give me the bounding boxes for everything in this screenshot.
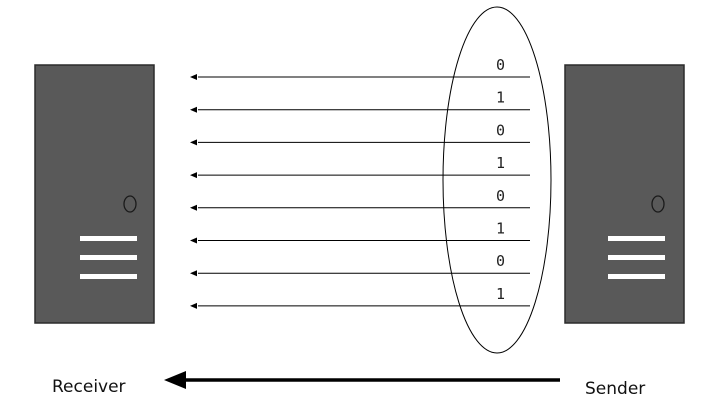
direction-arrow-head — [164, 371, 186, 389]
sender-server-icon — [564, 64, 685, 324]
bit-wire-arrowhead — [190, 204, 197, 211]
bit-value: 0 — [496, 56, 505, 74]
sender-label: Sender — [585, 379, 645, 399]
bit-wire-arrowhead — [190, 302, 197, 309]
bit-wire-arrowhead — [190, 237, 197, 244]
bit-wire-arrowhead — [190, 106, 197, 113]
sender-vent — [608, 236, 665, 241]
direction-arrow — [164, 371, 560, 389]
receiver-server-body — [34, 64, 155, 324]
bit-value: 1 — [496, 89, 505, 107]
sender-server-body — [564, 64, 685, 324]
sender-vent — [608, 255, 665, 260]
bit-value: 1 — [496, 285, 505, 303]
bit-wire-arrowhead — [190, 74, 197, 80]
receiver-power-button — [123, 195, 137, 213]
bit-value: 1 — [496, 220, 505, 238]
bit-wire-arrowhead — [190, 270, 197, 277]
receiver-label: Receiver — [52, 377, 126, 397]
bit-wire-arrowhead — [190, 172, 197, 179]
receiver-server-icon — [34, 64, 155, 324]
bit-wires: 0 1 0 1 0 1 0 1 — [190, 56, 530, 309]
sender-power-button — [651, 195, 665, 213]
receiver-vent — [80, 274, 137, 279]
receiver-vent — [80, 236, 137, 241]
bit-value: 0 — [496, 121, 505, 139]
bit-value: 1 — [496, 154, 505, 172]
sender-vent — [608, 274, 665, 279]
bit-value: 0 — [496, 187, 505, 205]
bit-value: 0 — [496, 252, 505, 270]
bit-wire-arrowhead — [190, 139, 197, 146]
bit-group-ellipse — [442, 6, 552, 354]
receiver-vent — [80, 255, 137, 260]
